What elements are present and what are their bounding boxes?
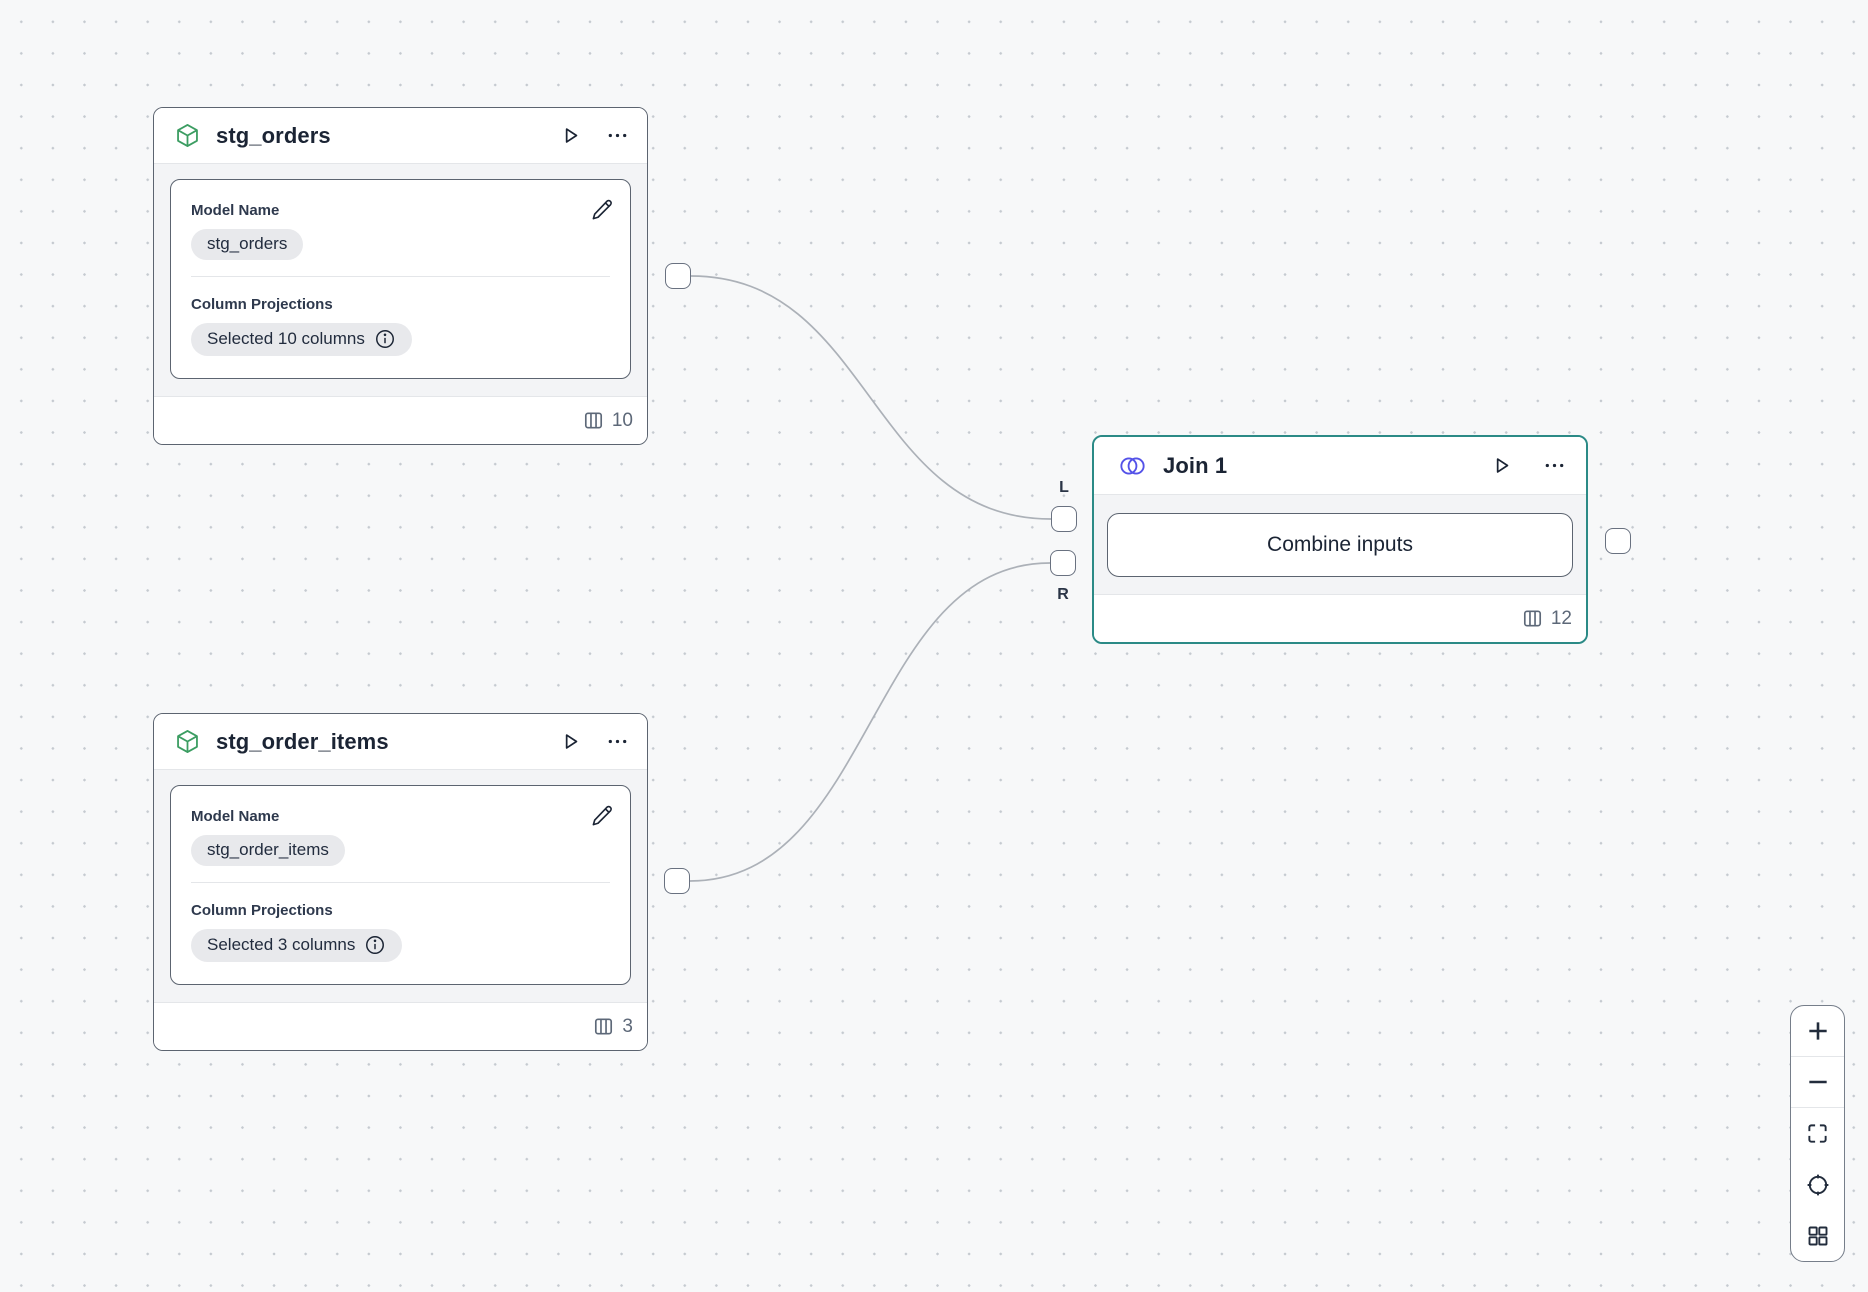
column-count: 10 xyxy=(611,409,633,431)
crosshair-icon xyxy=(1806,1173,1830,1197)
node-join-1[interactable]: Join 1 Combine xyxy=(1092,435,1588,644)
node-stg-orders[interactable]: stg_orders xyxy=(153,107,648,445)
run-node-button[interactable] xyxy=(559,124,582,147)
zoom-out-button[interactable] xyxy=(1791,1057,1844,1108)
node-footer: 3 xyxy=(154,1002,647,1050)
divider xyxy=(191,882,610,883)
play-icon xyxy=(559,730,582,753)
column-count: 12 xyxy=(1550,607,1572,629)
model-config-card: Model Name stg_order_items Column Projec… xyxy=(170,785,631,985)
model-name-label: Model Name xyxy=(191,202,280,219)
node-title: Join 1 xyxy=(1163,452,1228,478)
model-name-chip: stg_order_items xyxy=(191,835,345,866)
overview-grid-button[interactable] xyxy=(1791,1210,1844,1261)
pencil-icon xyxy=(591,198,614,221)
minus-icon xyxy=(1805,1069,1831,1095)
column-count: 3 xyxy=(622,1015,633,1037)
play-icon xyxy=(1490,454,1513,477)
join-right-input-port[interactable] xyxy=(1050,550,1076,576)
run-node-button[interactable] xyxy=(559,730,582,753)
node-menu-button[interactable] xyxy=(606,124,629,147)
fit-view-button[interactable] xyxy=(1791,1108,1844,1159)
plus-icon xyxy=(1805,1018,1831,1044)
combine-inputs-button[interactable]: Combine inputs xyxy=(1107,513,1573,577)
column-projections-chip: Selected 3 columns xyxy=(191,929,403,962)
node-header[interactable]: stg_orders xyxy=(154,108,647,164)
info-icon[interactable] xyxy=(374,328,396,350)
zoom-in-button[interactable] xyxy=(1791,1006,1844,1057)
locate-button[interactable] xyxy=(1791,1159,1844,1210)
model-name-label: Model Name xyxy=(191,808,280,825)
pencil-icon xyxy=(591,804,614,827)
canvas-controls xyxy=(1790,1005,1845,1262)
join-left-input-port[interactable] xyxy=(1051,506,1077,532)
node-header[interactable]: stg_order_items xyxy=(154,714,647,770)
column-projections-chip: Selected 10 columns xyxy=(191,323,412,356)
node-menu-button[interactable] xyxy=(606,730,629,753)
node-menu-button[interactable] xyxy=(1543,454,1566,477)
columns-icon xyxy=(1522,608,1543,629)
columns-icon xyxy=(583,410,604,431)
ellipsis-icon xyxy=(606,730,629,753)
stg-orders-output-port[interactable] xyxy=(665,263,691,289)
maximize-icon xyxy=(1806,1122,1829,1145)
edit-model-button[interactable] xyxy=(591,198,614,221)
model-config-card: Model Name stg_orders Column Projections… xyxy=(170,179,631,379)
run-node-button[interactable] xyxy=(1490,454,1513,477)
node-header[interactable]: Join 1 xyxy=(1094,437,1586,495)
left-port-label: L xyxy=(1059,479,1069,496)
edge-stg-order-items-to-join-right[interactable] xyxy=(689,562,1051,882)
edit-model-button[interactable] xyxy=(591,804,614,827)
columns-icon xyxy=(593,1016,614,1037)
ellipsis-icon xyxy=(606,124,629,147)
node-title: stg_orders xyxy=(216,122,331,148)
cube-icon xyxy=(174,728,201,755)
stg-order-items-output-port[interactable] xyxy=(664,868,690,894)
edge-stg-orders-to-join-left[interactable] xyxy=(690,275,1052,520)
right-port-label: R xyxy=(1057,586,1069,603)
join-circles-icon xyxy=(1117,453,1148,479)
grid-icon xyxy=(1806,1224,1830,1248)
info-icon[interactable] xyxy=(364,934,386,956)
join-output-port[interactable] xyxy=(1605,528,1631,554)
model-name-chip: stg_orders xyxy=(191,229,304,260)
node-title: stg_order_items xyxy=(216,728,389,754)
column-projections-label: Column Projections xyxy=(191,296,333,313)
divider xyxy=(191,276,610,277)
cube-icon xyxy=(174,122,201,149)
play-icon xyxy=(559,124,582,147)
node-footer: 10 xyxy=(154,396,647,444)
ellipsis-icon xyxy=(1543,454,1566,477)
node-stg-order-items[interactable]: stg_order_items xyxy=(153,713,648,1051)
node-footer: 12 xyxy=(1094,594,1586,642)
column-projections-label: Column Projections xyxy=(191,902,333,919)
